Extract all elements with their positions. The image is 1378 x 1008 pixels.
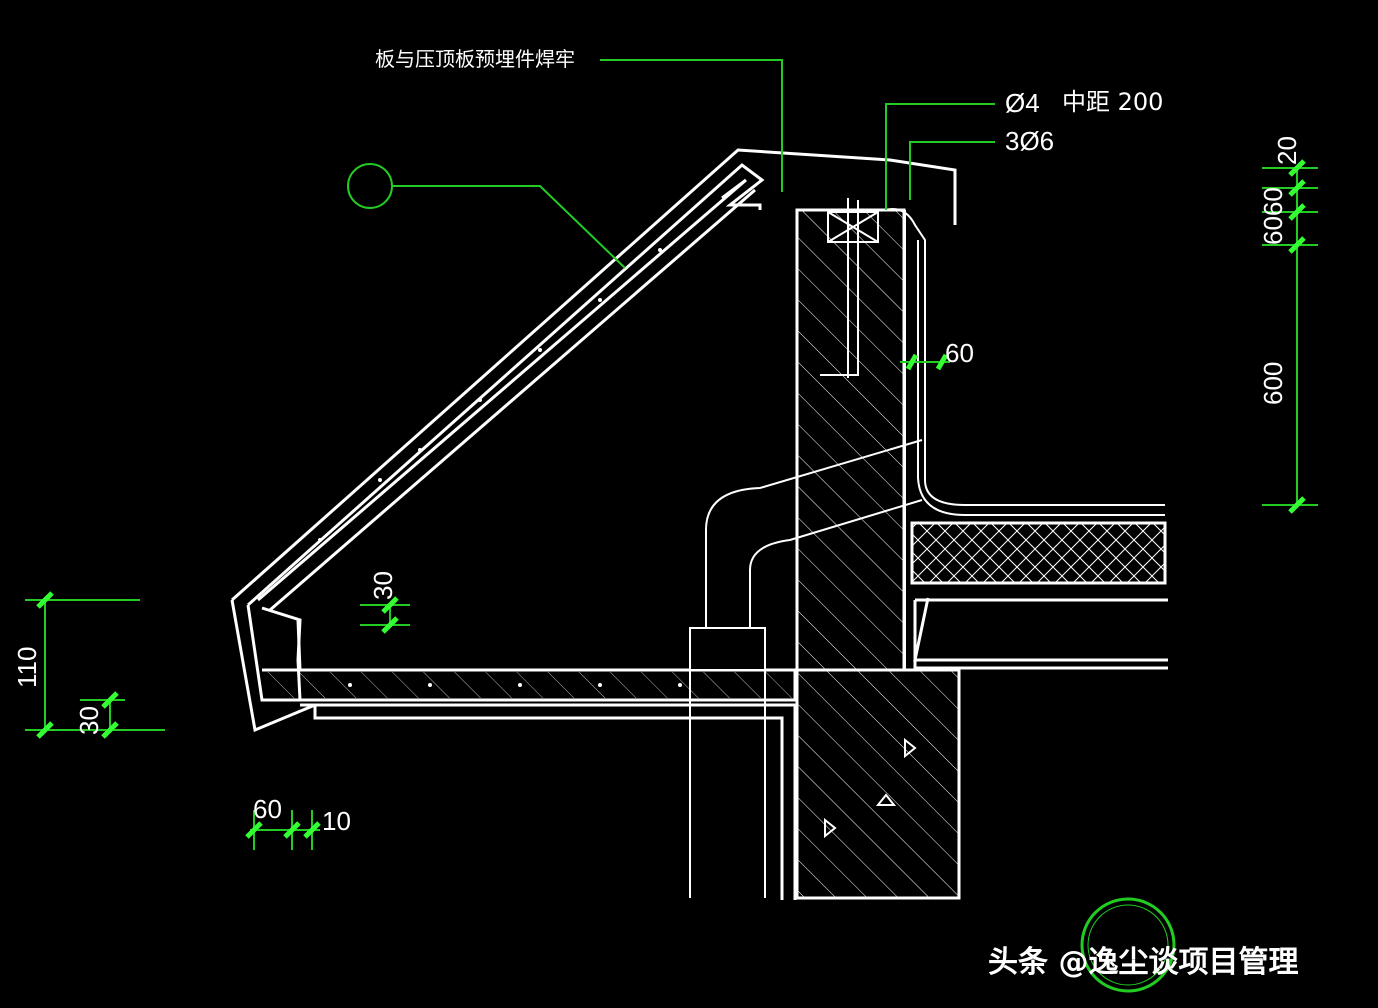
- weld-annotation: 板与压顶板预埋件焊牢: [375, 47, 575, 71]
- rebar-spacing-note: 中距 200: [1062, 88, 1163, 116]
- embedded-anchor: [820, 198, 1165, 670]
- concrete-dots: [318, 248, 682, 687]
- dimension-ticks: [36, 159, 1306, 839]
- dim-60-right: 60: [945, 338, 974, 368]
- roof-layers: [905, 521, 1168, 898]
- watermark-text: 头条 @逸尘谈项目管理: [988, 945, 1298, 980]
- dim-6060: 6060: [1258, 187, 1288, 245]
- leader-lines: [25, 59, 1318, 850]
- dim-30-mid: 30: [368, 571, 398, 600]
- rebar-longitudinal-label: 3Ø6: [1005, 126, 1054, 156]
- dim-110: 110: [12, 647, 42, 688]
- dim-10-bottom: 10: [322, 806, 351, 836]
- watermark: 头条 @逸尘谈项目管理: [988, 897, 1298, 993]
- dim-600: 600: [1258, 362, 1288, 405]
- dim-30-left: 30: [74, 706, 104, 735]
- parapet-wall: [689, 208, 961, 900]
- dim-20: 20: [1272, 136, 1302, 165]
- dim-60-bottom: 60: [253, 794, 282, 824]
- rebar-spacing-label: Ø4: [1005, 88, 1040, 118]
- coping-slab: [230, 148, 957, 900]
